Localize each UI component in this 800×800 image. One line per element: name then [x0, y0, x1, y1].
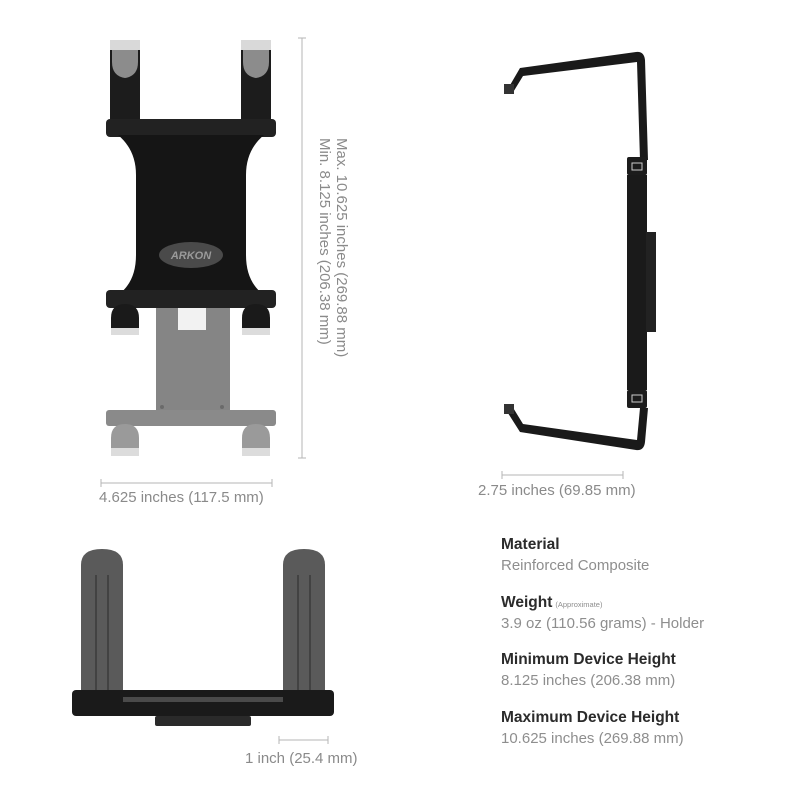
spec-title: Maximum Device Height [501, 709, 680, 726]
brand-logo: ARKON [170, 250, 212, 262]
height-dimension-label: Max. 10.625 inches (269.88 mm) Min. 8.12… [316, 138, 350, 388]
spec-note: (Approximate) [555, 600, 603, 609]
height-max-label: Max. 10.625 inches (269.88 mm) [333, 138, 350, 358]
spec-weight: Weight(Approximate) 3.9 oz (110.56 grams… [501, 594, 704, 632]
top-grips [110, 40, 271, 122]
spec-value: Reinforced Composite [501, 557, 650, 574]
width-dimension-line [100, 479, 273, 487]
height-dimension-line [298, 37, 306, 459]
brand-logo-badge [159, 242, 223, 268]
grip-dimension-label: 1 inch (25.4 mm) [245, 750, 358, 767]
spec-max-height: Maximum Device Height 10.625 inches (269… [501, 709, 684, 747]
spec-material: Material Reinforced Composite [501, 536, 649, 574]
spec-value: 3.9 oz (110.56 grams) - Holder [501, 615, 705, 632]
holder-side-view [504, 51, 656, 451]
spec-value: 10.625 inches (269.88 mm) [501, 730, 684, 747]
holder-grip-view [72, 549, 334, 726]
spec-title: Minimum Device Height [501, 651, 676, 668]
height-min-label: Min. 8.125 inches (206.38 mm) [316, 138, 333, 345]
spec-title-row: Weight(Approximate) [501, 594, 704, 612]
spec-min-height: Minimum Device Height 8.125 inches (206.… [501, 651, 676, 689]
spec-title: Material [501, 536, 560, 553]
width-dimension-label: 4.625 inches (117.5 mm) [99, 489, 264, 506]
depth-dimension-line [501, 471, 624, 479]
extension-arm [106, 300, 276, 456]
spec-title: Weight [501, 594, 553, 611]
grip-dimension-line [278, 736, 329, 744]
holder-body [106, 119, 276, 335]
spec-value: 8.125 inches (206.38 mm) [501, 672, 676, 689]
depth-dimension-label: 2.75 inches (69.85 mm) [478, 482, 636, 499]
